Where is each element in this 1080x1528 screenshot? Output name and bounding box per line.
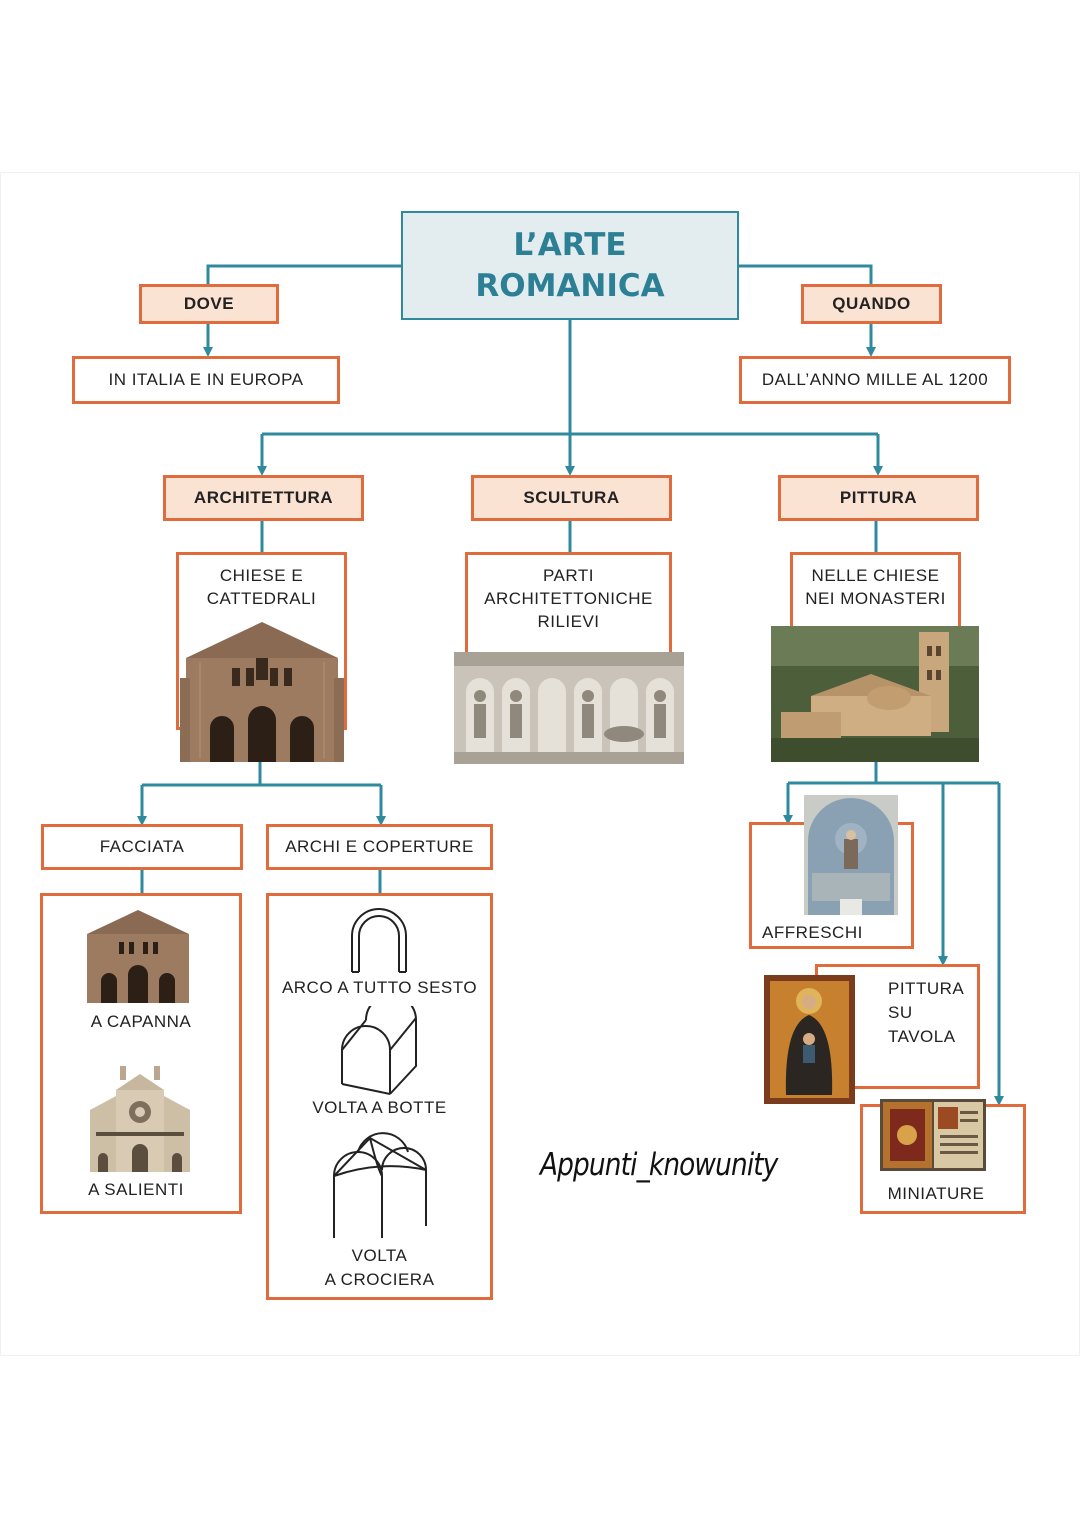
chiese-monasteri-box: NELLE CHIESE NEI MONASTERI [790, 552, 961, 632]
dove-answer-box: IN ITALIA E IN EUROPA [72, 356, 340, 404]
quando-answer: DALL’ANNO MILLE AL 1200 [761, 369, 989, 389]
chiese-cattedrali-text: CHIESE E CATTEDRALI [206, 566, 317, 608]
facade-salienti-photo [90, 1066, 190, 1172]
volta-crociera-label: VOLTA A CROCIERA [324, 1246, 435, 1289]
affreschi-label: AFFRESCHI [762, 923, 863, 942]
architettura-box: ARCHITETTURA [163, 475, 364, 521]
monastery-photo [771, 626, 979, 762]
archi-types-box [266, 893, 493, 1300]
quando-answer-box: DALL’ANNO MILLE AL 1200 [739, 356, 1011, 404]
dove-label: DOVE [183, 293, 235, 313]
pittura-label: PITTURA [839, 487, 918, 507]
cross-vault-drawing [330, 1130, 430, 1242]
architettura-label: ARCHITETTURA [193, 487, 334, 507]
dove-box: DOVE [139, 284, 279, 324]
parti-architettoniche-text: PARTI ARCHITETTONICHE RILIEVI [484, 566, 653, 631]
parti-architettoniche-box: PARTI ARCHITETTONICHE RILIEVI [465, 552, 672, 662]
quando-box: QUANDO [801, 284, 942, 324]
capanna-label: A CAPANNA [90, 1012, 192, 1031]
panel-painting-photo [764, 975, 855, 1104]
dove-answer: IN ITALIA E IN EUROPA [108, 369, 304, 389]
round-arch-drawing [346, 902, 412, 974]
scultura-box: SCULTURA [471, 475, 672, 521]
signature: Appunti_knowunity [540, 1147, 778, 1183]
facade-capanna-photo [83, 908, 193, 1003]
quando-label: QUANDO [832, 293, 911, 313]
volta-botte-label: VOLTA A BOTTE [312, 1098, 447, 1117]
scultura-label: SCULTURA [523, 487, 620, 507]
pittura-box: PITTURA [778, 475, 979, 521]
title-box: L’ARTE ROMANICA [401, 211, 739, 320]
cathedral-photo [180, 618, 344, 762]
relief-photo [454, 652, 684, 764]
archi-coperture-box: ARCHI E COPERTURE [266, 824, 493, 870]
miniature-label: MINIATURE [887, 1184, 985, 1203]
arco-tutto-sesto-label: ARCO A TUTTO SESTO [281, 978, 478, 997]
salienti-label: A SALIENTI [88, 1180, 184, 1199]
barrel-vault-drawing [336, 1006, 426, 1096]
facciata-box: FACCIATA [41, 824, 243, 870]
manuscript-photo [880, 1099, 986, 1171]
fresco-photo [804, 795, 898, 915]
archi-coperture-label: ARCHI E COPERTURE [285, 836, 474, 856]
chiese-monasteri-text: NELLE CHIESE NEI MONASTERI [805, 566, 946, 608]
diagram-title: L’ARTE ROMANICA [475, 227, 665, 304]
facciata-label: FACCIATA [99, 836, 185, 856]
pittura-tavola-label: PITTURA SU TAVOLA [888, 979, 965, 1046]
